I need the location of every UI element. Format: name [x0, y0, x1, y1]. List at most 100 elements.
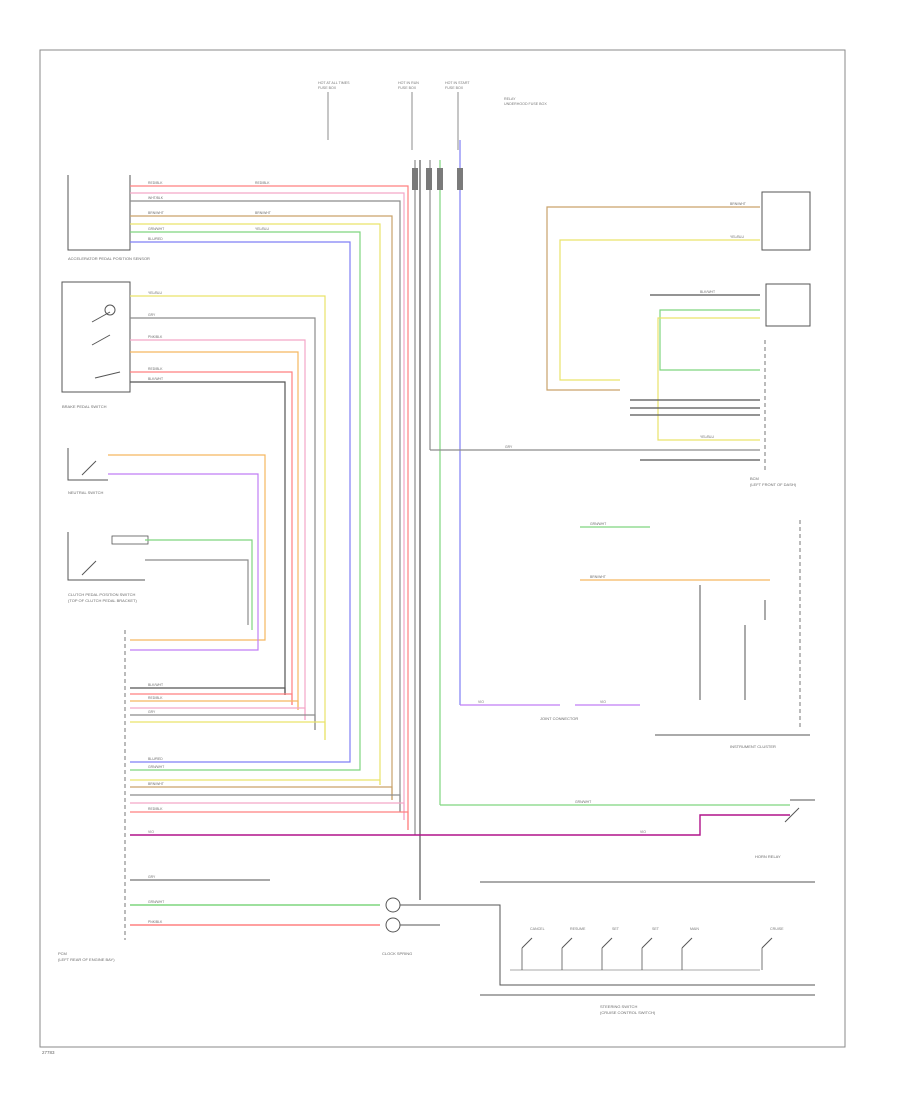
cluster-wire-labels: GRN/WHT BRN/WHT VIO VIO JOINT CONNECTOR — [478, 522, 606, 721]
brake-wire-label-4: RED/BLK — [148, 367, 163, 371]
bcm-wire-label-3: BLK/WHT — [700, 290, 715, 294]
trunk-bundle — [414, 140, 461, 900]
steering-button-label: RESUME — [570, 927, 586, 931]
brake-wires — [130, 295, 326, 740]
brake-wire-label-2: GRY — [148, 313, 156, 317]
app-wire-labels: RED/BLK WHT/BLK BRN/WHT GRN/WHT BLU/RED … — [148, 181, 271, 241]
diagram-frame — [39, 49, 846, 1048]
fuse-feed-3-label: HOT IN START — [445, 81, 470, 85]
pcm-bottom-label-2: GRY — [148, 875, 156, 879]
pcm-wire-label-5: GRN/WHT — [148, 765, 164, 769]
pcm-label: PCM — [58, 951, 67, 956]
app-wire-label-7: BRN/WHT — [255, 211, 271, 215]
fuse-feed-1-sub: FUSE BOX — [318, 86, 337, 90]
cluster-wires — [460, 526, 770, 706]
fuse-feed-1-label: HOT AT ALL TIMES — [318, 81, 350, 85]
app-wire-label-2: WHT/BLK — [148, 196, 164, 200]
trunk-connectors — [412, 168, 463, 190]
pcm-wire-label-7: RED/BLK — [148, 807, 163, 811]
fuse-feed-2: HOT IN RUN FUSE BOX — [398, 81, 419, 150]
bcm-wires — [430, 206, 760, 461]
steering-button-cruise: CRUISE — [761, 927, 784, 970]
app-wire-label-4: GRN/WHT — [148, 227, 164, 231]
pcm-input-wires — [130, 687, 409, 830]
pcm-module: PCM (LEFT REAR OF ENGINE BAY) — [58, 630, 126, 962]
cluster-wire-label-4: VIO — [600, 700, 606, 704]
pcm-bottom-label-1: VIO — [148, 830, 154, 834]
pcm-wire-labels: BLK/WHT RED/BLK GRY BLU/RED GRN/WHT BRN/… — [148, 683, 164, 811]
steering-button-set-1: SET — [601, 927, 620, 970]
switch-contact-icon — [601, 937, 613, 949]
connector-icon — [385, 897, 401, 913]
switch-contact-icon — [521, 937, 533, 949]
fuse-feed-1: HOT AT ALL TIMES FUSE BOX — [318, 81, 350, 140]
steering-button-main: MAIN — [681, 927, 699, 970]
steering-button-label: CRUISE — [770, 927, 784, 931]
switch-contact-icon — [681, 937, 693, 949]
horn-relay-label: HORN RELAY — [755, 854, 781, 859]
fuse-feeds: HOT AT ALL TIMES FUSE BOX HOT IN RUN FUS… — [318, 81, 547, 150]
app-wire-label-1: RED/BLK — [148, 181, 163, 185]
steering-switch-label: STEERING SWITCH — [600, 1004, 637, 1009]
brake-pedal-switch: BRAKE PEDAL SWITCH — [61, 281, 131, 409]
brake-pedal-switch-label: BRAKE PEDAL SWITCH — [62, 404, 107, 409]
app-wire-label-3: BRN/WHT — [148, 211, 164, 215]
clock-spring: CLOCK SPRING — [382, 897, 500, 956]
horn-relay: GRN/WHT VIO HORN RELAY — [440, 799, 815, 883]
fuse-feed-2-sub: FUSE BOX — [398, 86, 417, 90]
pcm-wire-label-3: GRY — [148, 710, 156, 714]
accel-pedal-sensor-label: ACCELERATOR PEDAL POSITION SENSOR — [68, 256, 150, 261]
pcm-bottom-wires — [130, 814, 790, 926]
steering-button-label: MAIN — [690, 927, 699, 931]
steering-switch-sub: (CRUISE CONTROL SWITCH) — [600, 1010, 656, 1015]
steering-button-label: CANCEL — [530, 927, 545, 931]
bcm-wire-label-1: BRN/WHT — [730, 202, 746, 206]
bcm-wire-label-5: YEL/BLU — [700, 435, 714, 439]
brake-wire-labels: YEL/BLU GRY PNK/BLK RED/BLK BLK/WHT — [148, 291, 163, 381]
clutch-pedal-switch: CLUTCH PEDAL POSITION SWITCH (TOP OF CLU… — [67, 532, 149, 603]
horn-wire-label-1: GRN/WHT — [575, 800, 591, 804]
app-wire-label-5: BLU/RED — [148, 237, 163, 241]
horn-wire-label-2: VIO — [640, 830, 646, 834]
switch-contact-icon — [104, 304, 116, 316]
bcm-wire-labels: BRN/WHT YEL/BLU BLK/WHT GRY YEL/BLU — [505, 202, 746, 449]
cluster-wire-label-2: BRN/WHT — [590, 575, 606, 579]
clutch-wires — [145, 539, 253, 630]
fuse-feed-4: RELAY UNDERHOOD FUSE BOX — [504, 97, 547, 106]
neutral-wires — [108, 454, 266, 651]
pcm-wire-label-4: BLU/RED — [148, 757, 163, 761]
pcm-wire-label-6: BRN/WHT — [148, 782, 164, 786]
connector-icon — [385, 917, 401, 933]
clock-spring-label: CLOCK SPRING — [382, 951, 412, 956]
bcm-wire-label-2: YEL/BLU — [730, 235, 744, 239]
accel-pedal-sensor: ACCELERATOR PEDAL POSITION SENSOR — [67, 175, 150, 261]
pcm-bottom-labels: VIO GRY GRN/WHT PNK/BLK — [148, 830, 164, 924]
fuse-feed-3-sub: FUSE BOX — [445, 86, 464, 90]
clutch-pedal-switch-label: CLUTCH PEDAL POSITION SWITCH — [68, 592, 136, 597]
pcm-sub: (LEFT REAR OF ENGINE BAY) — [58, 957, 115, 962]
switch-contact-icon — [761, 937, 773, 949]
diagram-id: 27783 — [42, 1050, 55, 1055]
switch-contact-icon — [81, 460, 97, 476]
steering-button-set-2: SET — [641, 927, 660, 970]
fuse-feed-3: HOT IN START FUSE BOX — [445, 81, 470, 150]
switch-contact-icon — [641, 937, 653, 949]
neutral-switch-label: NEUTRAL SWITCH — [68, 490, 104, 495]
pcm-wire-label-2: RED/BLK — [148, 696, 163, 700]
bcm-sub: (LEFT FRONT OF DASH) — [750, 482, 797, 487]
app-wire-label-8: YEL/BLU — [255, 227, 269, 231]
fuse-feed-2-label: HOT IN RUN — [398, 81, 419, 85]
steering-button-label: SET — [612, 927, 620, 931]
steering-button-cancel: CANCEL — [521, 927, 545, 970]
fuse-feed-4-sub: UNDERHOOD FUSE BOX — [504, 102, 547, 106]
neutral-switch: NEUTRAL SWITCH — [67, 448, 108, 495]
steering-button-resume: RESUME — [561, 927, 586, 970]
steering-buttons: CANCEL RESUME SET SET MAIN CRUISE — [521, 927, 784, 970]
app-wire-label-6: RED/BLK — [255, 181, 270, 185]
bcm-label: BCM — [750, 476, 759, 481]
switch-contact-icon — [561, 937, 573, 949]
instrument-cluster-label: INSTRUMENT CLUSTER — [730, 744, 776, 749]
pcm-bottom-label-3: GRN/WHT — [148, 900, 164, 904]
brake-wire-label-1: YEL/BLU — [148, 291, 162, 295]
